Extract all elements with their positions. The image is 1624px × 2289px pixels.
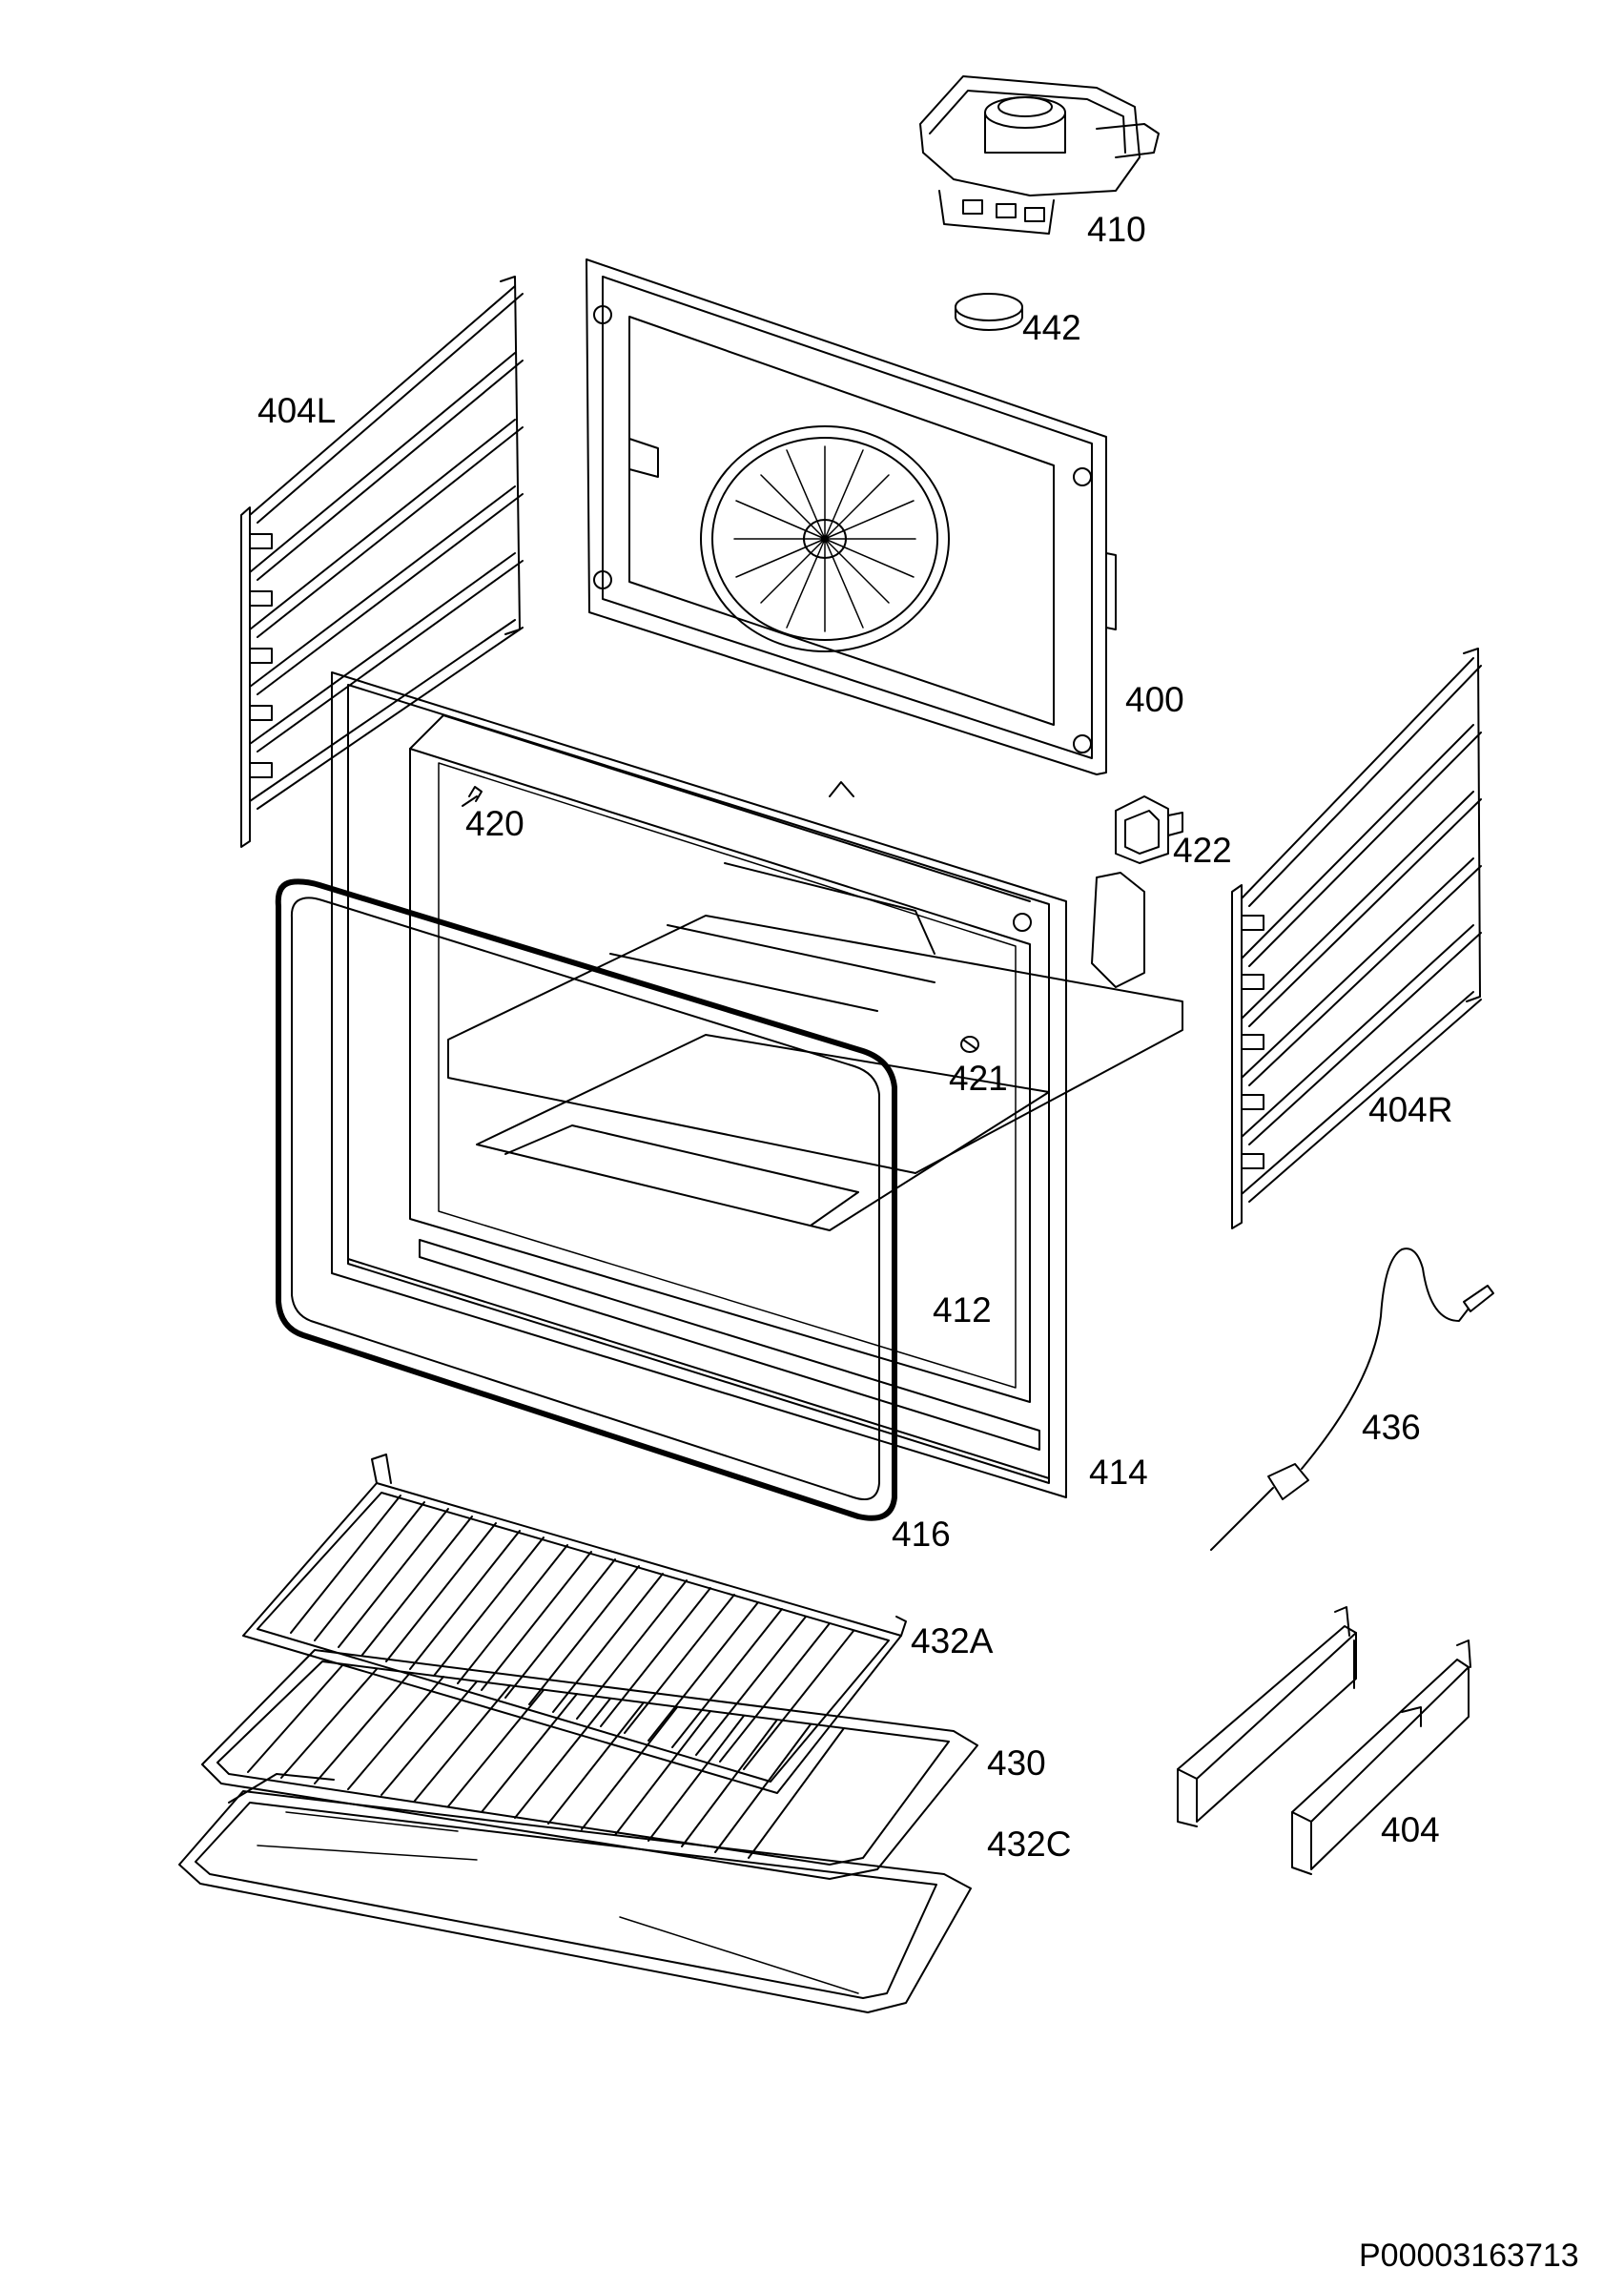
label-432A: 432A xyxy=(911,1621,994,1660)
oven-cavity-drawing xyxy=(331,671,1183,1498)
label-414: 414 xyxy=(1089,1453,1148,1492)
label-416: 416 xyxy=(892,1515,951,1554)
label-410: 410 xyxy=(1087,210,1146,249)
label-420: 420 xyxy=(465,804,524,843)
lamp-421-drawing xyxy=(960,1036,979,1053)
telescopic-runners-drawing xyxy=(1177,1606,1471,1875)
label-436: 436 xyxy=(1362,1408,1421,1447)
label-432C: 432C xyxy=(987,1825,1072,1864)
baking-tray-drawing xyxy=(178,1773,972,2013)
left-shelf-support-drawing xyxy=(240,276,524,848)
label-412: 412 xyxy=(933,1290,992,1330)
socket-422-drawing xyxy=(1091,795,1183,988)
document-id: P00003163713 xyxy=(1359,2237,1579,2274)
fan-motor-drawing xyxy=(919,75,1160,235)
right-shelf-support-drawing xyxy=(1231,648,1482,1229)
label-422: 422 xyxy=(1173,831,1232,870)
label-404L: 404L xyxy=(257,391,337,430)
label-421: 421 xyxy=(949,1059,1008,1098)
label-404: 404 xyxy=(1381,1810,1440,1849)
label-442: 442 xyxy=(1022,308,1081,347)
rear-panel-drawing xyxy=(586,258,1117,775)
meat-probe-drawing xyxy=(1210,1248,1494,1551)
grill-insert-drawing xyxy=(201,1649,978,1880)
wire-rack-drawing xyxy=(242,1454,907,1794)
cap-drawing xyxy=(955,293,1023,331)
label-400: 400 xyxy=(1125,680,1184,719)
door-seal-drawing xyxy=(275,878,897,1521)
screw-420-drawing xyxy=(462,786,483,807)
label-430: 430 xyxy=(987,1743,1046,1783)
label-404R: 404R xyxy=(1368,1090,1453,1129)
